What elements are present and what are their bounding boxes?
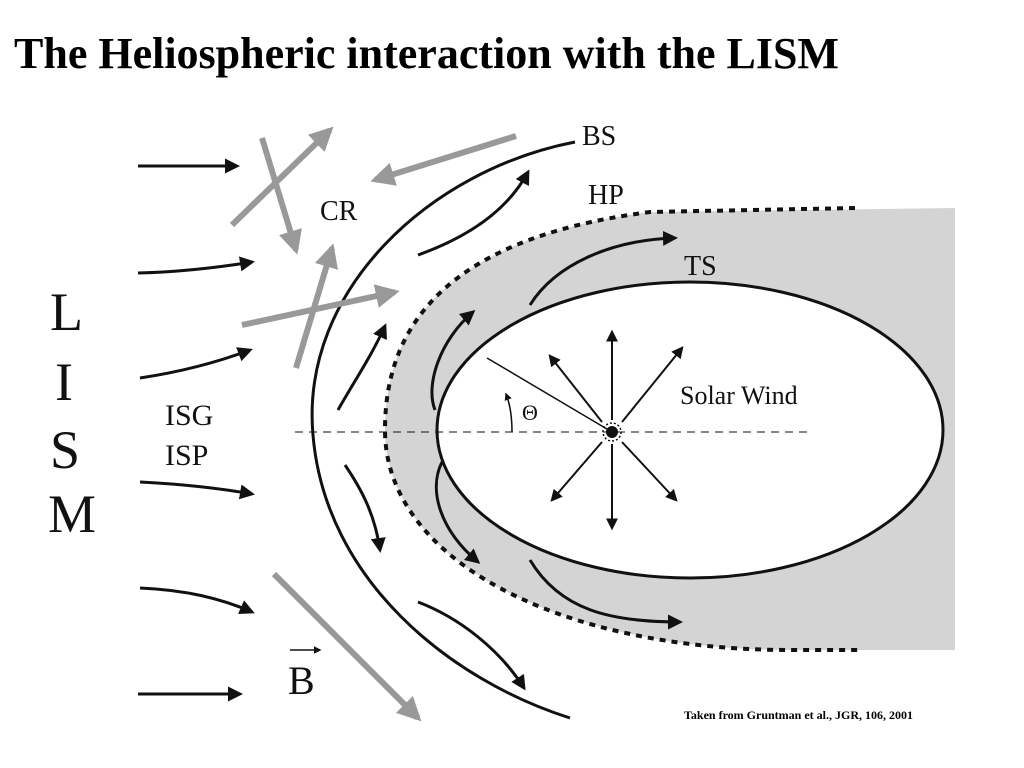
lism-label-l: L bbox=[50, 282, 83, 342]
ts-label: TS bbox=[684, 251, 717, 282]
isp-label: ISP bbox=[165, 439, 208, 472]
citation: Taken from Gruntman et al., JGR, 106, 20… bbox=[684, 708, 914, 722]
sun-icon bbox=[606, 426, 618, 438]
hp-label: HP bbox=[588, 180, 624, 211]
theta-arc bbox=[504, 392, 513, 433]
solar-wind-label: Solar Wind bbox=[680, 381, 798, 410]
lism-label-m: M bbox=[48, 484, 96, 544]
solar-wind-arrows bbox=[548, 329, 684, 531]
bs-label: BS bbox=[582, 121, 616, 152]
heliosheath-flow-arrows bbox=[430, 230, 683, 630]
theta-line bbox=[486, 357, 613, 433]
slide-title: The Heliospheric interaction with the LI… bbox=[14, 29, 839, 78]
outer-flow-arrows bbox=[336, 169, 530, 691]
lism-label-i: I bbox=[55, 352, 73, 412]
cr-label: CR bbox=[320, 196, 358, 227]
b-field-label: B bbox=[288, 658, 315, 703]
cosmic-ray-arrows bbox=[229, 126, 517, 722]
heliosphere-diagram: L I S M BS HP TS CR Solar Wind ISG ISP Θ… bbox=[48, 121, 955, 722]
heliopause-boundary bbox=[382, 206, 860, 652]
termination-shock-ellipse bbox=[435, 280, 945, 580]
lism-inflow-arrows bbox=[137, 158, 255, 702]
theta-label: Θ bbox=[522, 400, 538, 425]
bow-shock-curve bbox=[310, 140, 576, 720]
lism-label-s: S bbox=[50, 420, 80, 480]
isg-label: ISG bbox=[165, 399, 213, 432]
